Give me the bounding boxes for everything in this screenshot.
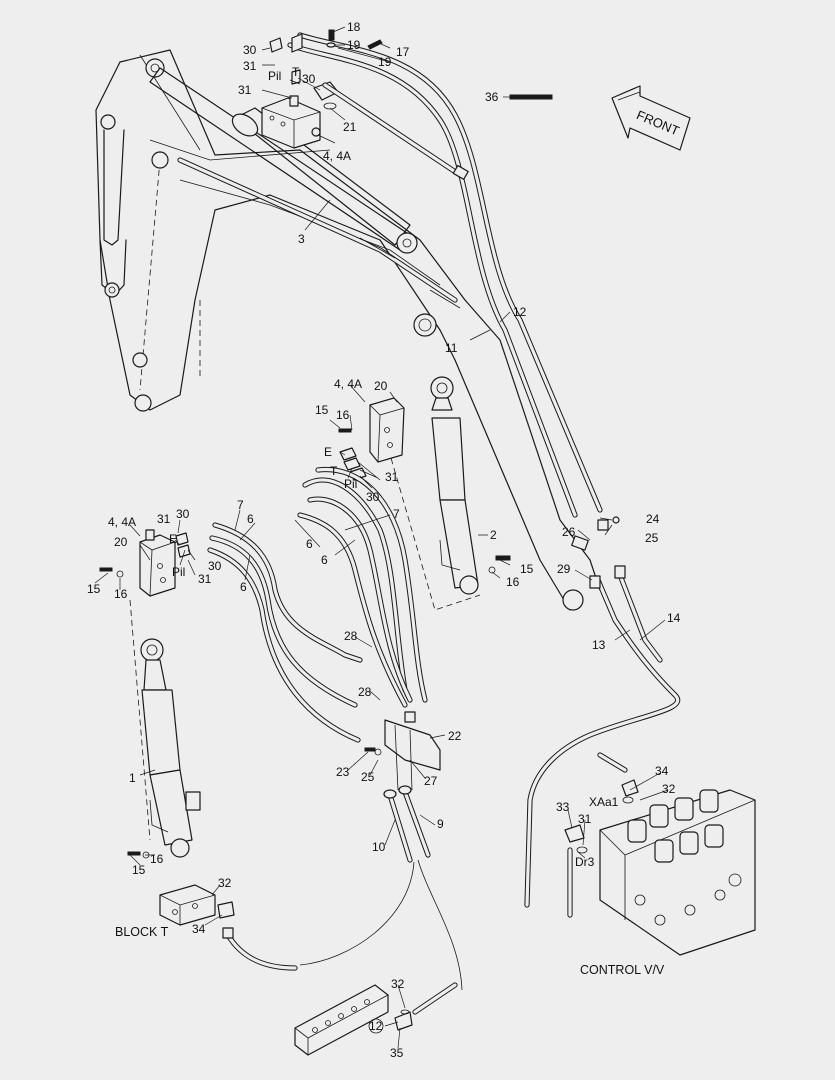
- label-30-b: 30: [302, 72, 316, 86]
- label-26: 26: [562, 525, 576, 539]
- hoses-6-7: [207, 466, 428, 743]
- label-30-a: 30: [243, 43, 257, 57]
- label-25-b: 25: [361, 770, 375, 784]
- label-3: 3: [298, 232, 305, 246]
- pipes-9-10: [299, 785, 463, 991]
- boom-hoses-11-12: [177, 32, 603, 518]
- label-33: 33: [556, 800, 570, 814]
- label-24: 24: [646, 512, 660, 526]
- label-31-c: 31: [385, 470, 399, 484]
- label-11: 11: [445, 341, 458, 355]
- bracket-22: [364, 711, 441, 791]
- label-31-f: 31: [578, 812, 592, 826]
- label-28-a: 28: [344, 629, 358, 643]
- label-23: 23: [336, 765, 350, 779]
- boom-pipes-13-14: [524, 516, 681, 908]
- label-31-e: 31: [198, 572, 212, 586]
- label-29: 29: [557, 562, 571, 576]
- caption-control-valve: CONTROL V/V: [580, 963, 665, 977]
- label-27: 27: [424, 774, 438, 788]
- label-6-b: 6: [306, 537, 313, 551]
- label-25-a: 25: [645, 531, 659, 545]
- label-36: 36: [485, 90, 499, 104]
- label-19-b: 19: [378, 55, 392, 69]
- label-30-c: 30: [366, 490, 380, 504]
- label-e-c: E: [169, 532, 177, 546]
- bottom-manifold: [294, 982, 458, 1056]
- label-6-a: 6: [247, 512, 254, 526]
- top-fittings: [269, 29, 383, 85]
- valve-block-4-middle: [338, 397, 405, 481]
- label-15-a: 15: [315, 403, 329, 417]
- label-22: 22: [448, 729, 462, 743]
- label-13: 13: [592, 638, 606, 652]
- label-31-d: 31: [157, 512, 171, 526]
- label-15-b: 15: [520, 562, 534, 576]
- caption-block-t: BLOCK T: [115, 925, 169, 939]
- label-32-a: 32: [218, 876, 232, 890]
- label-31-b: 31: [238, 83, 252, 97]
- label-4-4a-top: 4, 4A: [323, 149, 351, 163]
- label-30-d: 30: [176, 507, 190, 521]
- boom-cylinder-3: [149, 67, 418, 254]
- label-t-a: T: [292, 65, 300, 79]
- label-dr3: Dr3: [575, 855, 595, 869]
- front-arrow: FRONT: [611, 85, 691, 151]
- label-31-a: 31: [243, 59, 257, 73]
- valve-block-4-top: [261, 81, 339, 149]
- cylinder-1: [127, 599, 201, 859]
- label-9: 9: [437, 817, 444, 831]
- label-6-d: 6: [240, 580, 247, 594]
- cylinder-2: [379, 376, 511, 611]
- label-10: 10: [372, 840, 386, 854]
- label-7-a: 7: [237, 498, 244, 512]
- label-16-a: 16: [336, 408, 350, 422]
- label-12: 12: [513, 305, 527, 319]
- label-32-b: 32: [662, 782, 676, 796]
- label-15-d: 15: [132, 863, 146, 877]
- label-20-a: 20: [374, 379, 388, 393]
- label-t-b: T: [330, 464, 338, 478]
- label-16-b: 16: [506, 575, 520, 589]
- label-4-4a-left: 4, 4A: [108, 515, 136, 529]
- control-valve: [564, 752, 756, 956]
- boom-assembly: [95, 49, 601, 611]
- label-34-b: 34: [655, 764, 669, 778]
- label-1: 1: [129, 771, 136, 785]
- label-17: 17: [396, 45, 410, 59]
- label-18: 18: [347, 20, 361, 34]
- label-34-a: 34: [192, 922, 206, 936]
- label-28-b: 28: [358, 685, 372, 699]
- label-30-e: 30: [208, 559, 222, 573]
- label-7-b: 7: [393, 507, 400, 521]
- label-35: 35: [390, 1046, 404, 1060]
- label-e-b: E: [324, 445, 332, 459]
- part-labels: 18 19 17 19 30 31 Pil T 30 31 21 4, 4A 3…: [87, 20, 681, 1060]
- label-16-d: 16: [150, 852, 164, 866]
- label-21: 21: [343, 120, 357, 134]
- label-19-a: 19: [347, 38, 361, 52]
- pin-36: [509, 94, 553, 100]
- leader-lines: [94, 26, 669, 1049]
- label-14: 14: [667, 611, 681, 625]
- label-xaa1: XAa1: [589, 795, 619, 809]
- label-pil-b: Pil: [344, 477, 357, 491]
- label-16-c: 16: [114, 587, 128, 601]
- label-6-c: 6: [321, 553, 328, 567]
- label-20-b: 20: [114, 535, 128, 549]
- label-4-4a-mid: 4, 4A: [334, 377, 362, 391]
- label-12-circled: 12: [369, 1019, 383, 1033]
- label-15-c: 15: [87, 582, 101, 596]
- label-pil-c: Pil: [172, 565, 185, 579]
- block-t: [159, 884, 298, 971]
- label-32-c: 32: [391, 977, 405, 991]
- valve-block-4-left: [99, 529, 191, 597]
- label-pil-a: Pil: [268, 69, 281, 83]
- label-2: 2: [490, 528, 497, 542]
